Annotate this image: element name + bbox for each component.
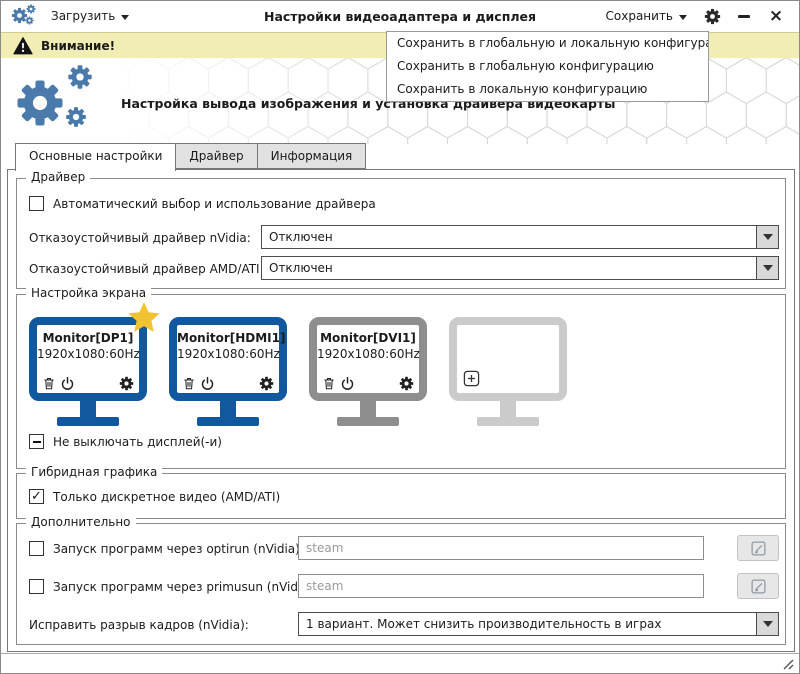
dropdown-arrow-button[interactable] (756, 226, 778, 248)
primusun-checkbox[interactable] (29, 579, 44, 594)
optirun-row: Запуск программ через optirun (nVidia): (29, 541, 304, 556)
monitor-card-dp1[interactable]: Monitor[DP1] 1920x1080:60Hz (29, 302, 160, 426)
tearing-fix-value: 1 вариант. Может снизить производительно… (306, 617, 662, 631)
auto-driver-checkbox[interactable] (29, 196, 44, 211)
monitor-settings-icon[interactable] (259, 376, 274, 391)
power-monitor-icon[interactable] (200, 376, 215, 391)
driver-group-title: Драйвер (26, 170, 91, 184)
primusun-command-input[interactable] (298, 574, 704, 598)
menu-item-save-local[interactable]: Сохранить в локальную конфигурацию (397, 82, 648, 96)
warning-text: Внимание! (41, 38, 116, 53)
tearing-fix-select[interactable]: 1 вариант. Может снизить производительно… (298, 612, 779, 636)
nvidia-failsafe-label: Отказоустойчивый драйвер nVidia: (29, 231, 251, 245)
auto-driver-label: Автоматический выбор и использование дра… (53, 196, 376, 211)
delete-monitor-icon[interactable] (42, 376, 56, 391)
screen-group-title: Настройка экрана (26, 286, 152, 300)
monitor-mode: 1920x1080:60Hz (37, 347, 140, 361)
monitor-card-hdmi1[interactable]: Monitor[HDMI1] 1920x1080:60Hz (169, 317, 287, 426)
monitor-name: Monitor[DP1] (42, 331, 134, 345)
optirun-command-input[interactable] (298, 536, 704, 560)
monitor-mode: 1920x1080:60Hz (177, 347, 280, 361)
amd-failsafe-value: Отключен (269, 261, 333, 275)
app-gears-icon (11, 4, 39, 28)
amd-failsafe-label: Отказоустойчивый драйвер AMD/ATI: (29, 262, 264, 276)
hybrid-graphics-group: Гибридная графика Только дискретное виде… (16, 465, 786, 519)
discrete-video-row: Только дискретное видео (AMD/ATI) (29, 489, 280, 504)
monitor-name: Monitor[DVI1] (320, 331, 416, 345)
nvidia-failsafe-value: Отключен (269, 230, 333, 244)
load-button-label: Загрузить (51, 9, 116, 23)
monitor-card-empty[interactable] (449, 317, 567, 426)
delete-monitor-icon[interactable] (182, 376, 196, 391)
amd-failsafe-select[interactable]: Отключен (261, 256, 779, 280)
close-button[interactable]: × (763, 4, 789, 28)
optirun-edit-button[interactable] (737, 535, 779, 561)
minimize-button[interactable] (731, 4, 757, 28)
extra-group-title: Дополнительно (26, 515, 136, 529)
tab-bar: Основные настройки Драйвер Информация (15, 143, 367, 171)
nvidia-failsafe-select[interactable]: Отключен (261, 225, 779, 249)
monitor-settings-icon[interactable] (399, 376, 414, 391)
app-logo-gears (15, 64, 115, 142)
optirun-checkbox[interactable] (29, 541, 44, 556)
screen-group: Настройка экрана Monitor[DP1] 1920x1080:… (16, 286, 786, 469)
load-button[interactable]: Загрузить (45, 5, 135, 27)
driver-group: Драйвер Автоматический выбор и использов… (16, 170, 786, 289)
keep-display-on-row: Не выключать дисплей(-и) (29, 434, 222, 449)
discrete-video-label: Только дискретное видео (AMD/ATI) (53, 489, 281, 504)
hybrid-group-title: Гибридная графика (26, 465, 163, 479)
power-monitor-icon[interactable] (60, 376, 75, 391)
resize-grip[interactable] (780, 656, 794, 670)
keep-display-on-label: Не выключать дисплей(-и) (53, 434, 222, 449)
monitors-row: Monitor[DP1] 1920x1080:60Hz Monitor[HDMI… (29, 302, 567, 426)
delete-monitor-icon[interactable] (322, 376, 336, 391)
primusun-edit-button[interactable] (737, 573, 779, 599)
optirun-label: Запуск программ через optirun (nVidia): (53, 541, 304, 556)
power-monitor-icon[interactable] (340, 376, 355, 391)
auto-driver-checkbox-row: Автоматический выбор и использование дра… (29, 196, 376, 211)
tab-driver[interactable]: Драйвер (175, 143, 258, 169)
primusun-label: Запуск программ через primusun (nVidia): (53, 579, 318, 594)
warning-icon (13, 36, 33, 54)
add-monitor-icon[interactable] (463, 370, 480, 387)
monitor-name: Monitor[HDMI1] (177, 331, 286, 345)
menu-item-save-global-local[interactable]: Сохранить в глобальную и локальную конфи… (397, 36, 708, 50)
keep-display-on-checkbox[interactable] (29, 434, 44, 449)
close-icon: × (768, 5, 784, 26)
tab-information[interactable]: Информация (256, 143, 367, 169)
chevron-down-icon (121, 14, 130, 20)
dropdown-arrow-button[interactable] (756, 257, 778, 279)
minimize-icon (738, 14, 750, 18)
menu-item-save-global[interactable]: Сохранить в глобальную конфигурацию (397, 59, 654, 73)
status-bar (1, 653, 799, 673)
tearing-fix-label: Исправить разрыв кадров (nVidia): (29, 618, 249, 632)
toolbar: Загрузить Настройки видеоадаптера и дисп… (1, 1, 799, 31)
save-button-label: Сохранить (605, 9, 674, 23)
save-dropdown-menu: Сохранить в глобальную и локальную конфи… (386, 31, 709, 102)
edit-pencil-icon (750, 578, 766, 594)
monitor-mode: 1920x1080:60Hz (317, 347, 420, 361)
tab-page-main-settings: Драйвер Автоматический выбор и использов… (7, 169, 795, 652)
extra-group: Дополнительно Запуск программ через opti… (16, 515, 786, 645)
settings-gear-button[interactable] (699, 4, 725, 28)
primary-star-icon (128, 302, 160, 332)
primusun-row: Запуск программ через primusun (nVidia): (29, 579, 317, 594)
monitor-card-dvi1[interactable]: Monitor[DVI1] 1920x1080:60Hz (309, 317, 427, 426)
chevron-down-icon (679, 14, 687, 20)
monitor-settings-icon[interactable] (119, 376, 134, 391)
discrete-video-checkbox[interactable] (29, 489, 44, 504)
dropdown-arrow-button[interactable] (756, 613, 778, 635)
tab-main-settings[interactable]: Основные настройки (15, 143, 177, 171)
edit-pencil-icon (750, 540, 766, 556)
save-button[interactable]: Сохранить (600, 5, 694, 27)
